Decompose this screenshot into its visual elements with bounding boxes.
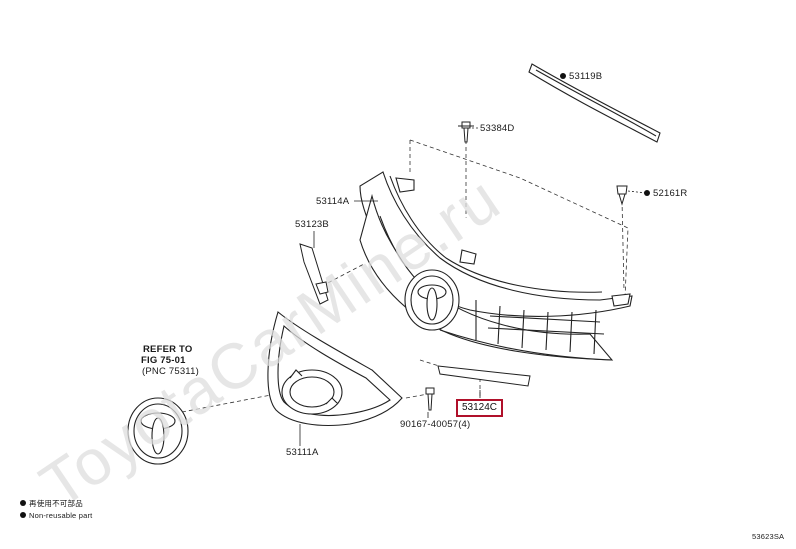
label-53111a: 53111A [286, 447, 319, 458]
label-53124c-highlighted[interactable]: 53124C [456, 399, 504, 417]
label-53114a: 53114A [316, 196, 350, 207]
legend-dot-icon [20, 500, 26, 506]
side-molding-53123b [299, 243, 329, 305]
lower-trim-53124c [437, 365, 531, 387]
refer-line-3: (PNC 75311) [142, 366, 199, 377]
refer-line-2: FIG 75-01 [141, 355, 186, 366]
clip-53384d [458, 121, 474, 143]
loose-emblem [127, 397, 189, 465]
diagram-code: 53623SA [752, 532, 785, 541]
molding-strip-53119b [528, 63, 661, 143]
watermark-text: ToyotaCarMine.ru [28, 162, 514, 522]
screw-90167 [425, 387, 435, 411]
lower-bezel-53111a [267, 311, 403, 427]
label-53119b: 53119B [560, 72, 602, 82]
label-53123b: 53123B [295, 219, 329, 230]
legend-dot-icon [20, 512, 26, 518]
label-52161r: 52161R [644, 189, 687, 199]
non-reusable-dot-icon [560, 73, 566, 79]
label-90167: 90167-40057(4) [400, 419, 471, 430]
legend-en: Non-reusable part [20, 512, 92, 520]
legend-jp: 再使用不可部品 [20, 500, 83, 508]
frame-emblem [404, 269, 460, 331]
label-53384d: 53384D [480, 123, 515, 134]
non-reusable-dot-icon [644, 190, 650, 196]
label-leaders [299, 127, 647, 446]
clip-52161r [616, 185, 628, 206]
refer-line-1: REFER TO [143, 344, 193, 355]
